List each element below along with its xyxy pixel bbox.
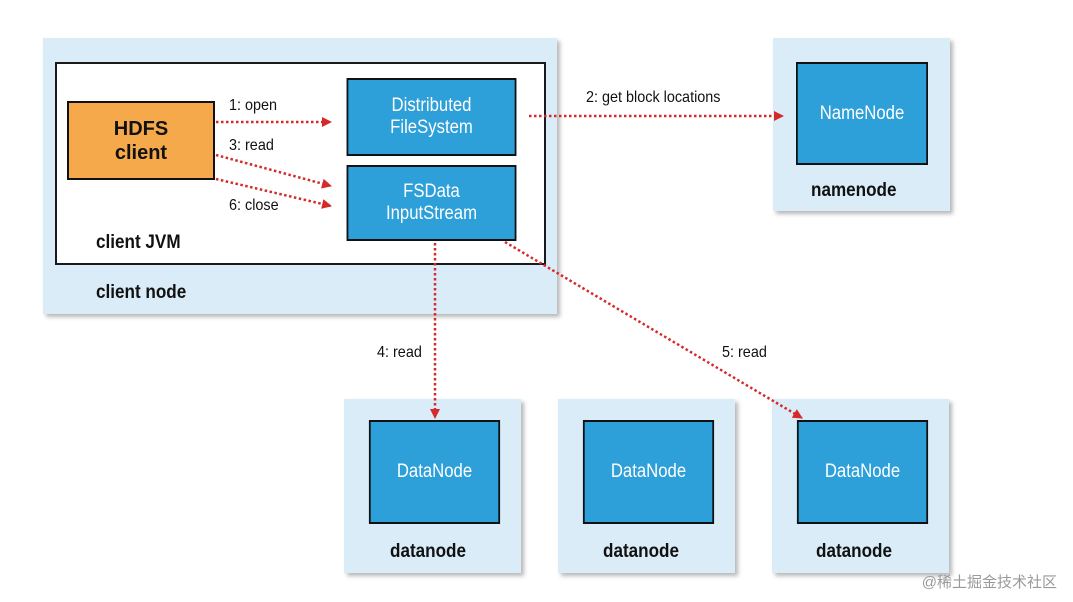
client-jvm-caption: client JVM (96, 232, 181, 253)
label-close: 6: close (229, 197, 279, 214)
namenode-box: NameNode (796, 62, 928, 165)
hdfs-client-label: HDFS client (113, 117, 169, 164)
datanode-box-2: DataNode (582, 420, 715, 524)
arrow-read-datanode-3 (504, 240, 803, 420)
fsdata-inputstream-label: FSData InputStream (385, 181, 478, 224)
arrow-read-client (215, 153, 332, 189)
distributed-filesystem: Distributed FileSystem (346, 78, 517, 156)
client-node-caption: client node (96, 282, 187, 303)
datanode-box-1: DataNode (368, 420, 501, 524)
datanode-caption-3: datanode (816, 541, 893, 562)
label-read-datanode-3: 5: read (722, 344, 767, 361)
datanode-box-label-2: DataNode (610, 461, 687, 483)
datanode-box-label-3: DataNode (824, 461, 901, 483)
label-open: 1: open (229, 97, 278, 114)
namenode-box-label: NameNode (819, 102, 905, 124)
datanode-box-3: DataNode (796, 420, 929, 524)
label-get-block-locations: 2: get block locations (586, 89, 721, 106)
datanode-caption-1: datanode (390, 541, 467, 562)
label-read-datanode-1: 4: read (377, 344, 422, 361)
fsdata-inputstream: FSData InputStream (346, 165, 517, 241)
namenode-caption: namenode (811, 180, 897, 201)
datanode-caption-2: datanode (603, 541, 680, 562)
datanode-box-label-1: DataNode (396, 461, 473, 483)
watermark: @稀土掘金技术社区 (921, 574, 1057, 591)
distributed-filesystem-label: Distributed FileSystem (390, 95, 473, 138)
hdfs-client: HDFS client (67, 101, 215, 180)
label-read-client: 3: read (229, 137, 274, 154)
